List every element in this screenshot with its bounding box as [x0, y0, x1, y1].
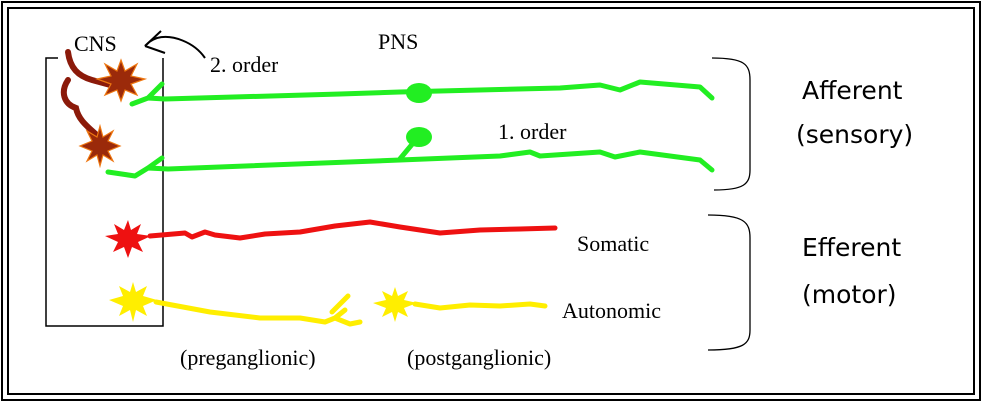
afferent-axon-2 — [105, 139, 715, 179]
preganglionic-label: (preganglionic) — [180, 345, 316, 370]
second-order-neuron-2 — [60, 77, 122, 169]
pns-label: PNS — [378, 29, 419, 54]
cns-soma-1 — [94, 58, 148, 103]
somatic-label: Somatic — [577, 231, 650, 256]
afferent-bracket — [711, 57, 751, 191]
arrow-line — [144, 36, 206, 59]
autonomic-label: Autonomic — [562, 300, 661, 318]
afferent-neuron-1 — [129, 79, 715, 107]
ganglion-cell-body-2 — [406, 127, 432, 147]
cns-axon-2 — [60, 77, 101, 139]
preganglionic-soma — [109, 282, 157, 322]
postganglionic-neuron — [373, 287, 548, 322]
somatic-axon — [147, 219, 558, 241]
cns-axon-1 — [65, 49, 117, 89]
efferent-label: Efferent — [802, 233, 902, 262]
preganglionic-neuron — [109, 282, 363, 327]
postganglionic-label: (postganglionic) — [407, 345, 552, 370]
motor-label: (motor) — [802, 280, 897, 309]
somatic-motor-neuron — [105, 219, 558, 258]
inner-frame — [7, 7, 975, 395]
arrow-head — [144, 30, 166, 54]
afferent-label: Afferent — [802, 76, 903, 105]
efferent-bracket — [707, 214, 751, 351]
sensory-label: (sensory) — [796, 120, 914, 149]
afferent-neuron-2 — [105, 127, 715, 179]
somatic-soma — [105, 220, 151, 258]
preganglionic-axon — [153, 293, 363, 327]
second-order-label: 2. order — [210, 54, 279, 74]
cns-soma-2 — [78, 123, 122, 169]
cns-label: CNS — [74, 31, 117, 56]
afferent-axon-1 — [129, 79, 715, 107]
first-order-label: 1. order — [498, 119, 567, 144]
ganglion-cell-body-1 — [406, 83, 432, 103]
postganglionic-axon — [412, 301, 548, 311]
postganglionic-soma — [373, 287, 417, 322]
second-order-neuron-1 — [65, 49, 148, 103]
